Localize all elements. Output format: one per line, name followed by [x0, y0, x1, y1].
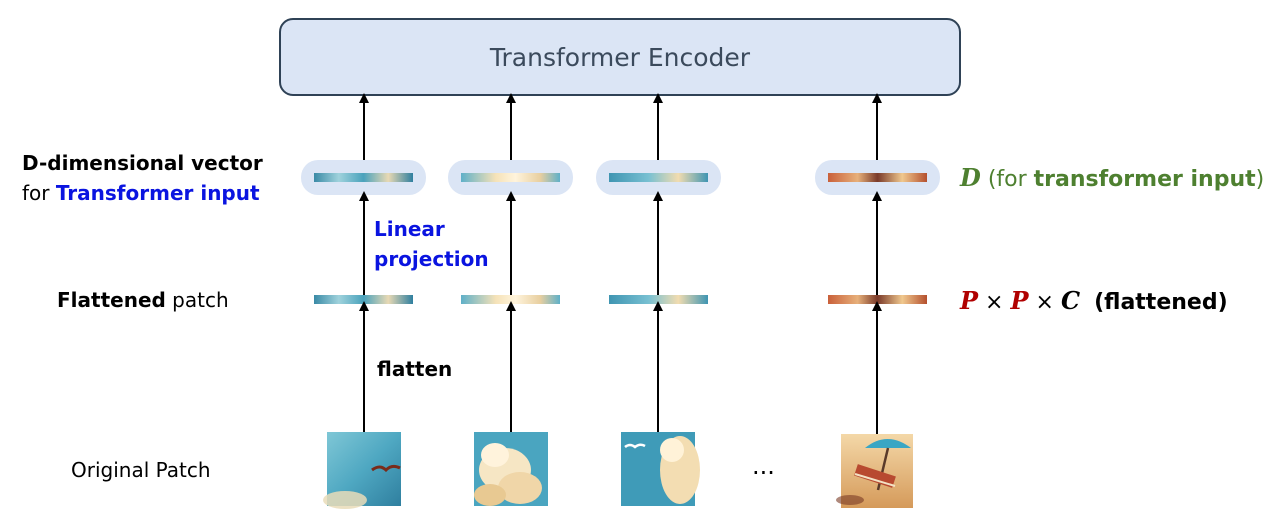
- ppc-label: P × P × C (flattened): [960, 286, 1228, 315]
- d-bold: transformer input: [1033, 167, 1256, 192]
- d-symbol: D: [960, 163, 981, 192]
- d-vector-label-line2: for Transformer input: [22, 181, 260, 205]
- flattened-patch-label: Flattened patch: [57, 288, 229, 312]
- embedding-pill-3: [596, 160, 721, 195]
- transformer-encoder-box: Transformer Encoder: [279, 18, 961, 96]
- linear-projection-line1: Linear: [374, 217, 445, 241]
- flattened-rest: patch: [165, 288, 229, 312]
- flattened-strip-4: [828, 295, 927, 304]
- original-patch-label: Original Patch: [71, 458, 211, 482]
- original-patch-1: [323, 432, 401, 509]
- embedding-pill-1: [301, 160, 426, 195]
- original-patch-2: [474, 432, 548, 506]
- ellipsis: ...: [752, 452, 775, 480]
- flattened-paren: (flattened): [1094, 290, 1228, 315]
- d-vector-transformer-input: Transformer input: [55, 181, 260, 205]
- c-symbol: C: [1060, 286, 1081, 315]
- d-open: (for: [987, 167, 1034, 192]
- flattened-strip-1: [314, 295, 413, 304]
- d-dimension-label: D (for transformer input): [960, 163, 1264, 192]
- times-2: ×: [1035, 290, 1054, 315]
- flattened-strip-3: [609, 295, 708, 304]
- d-vector-for: for: [22, 181, 56, 205]
- p-symbol-2: P: [1010, 286, 1029, 315]
- p-symbol-1: P: [960, 286, 979, 315]
- d-close: ): [1255, 167, 1265, 192]
- embedding-pill-4: [815, 160, 940, 195]
- times-1: ×: [985, 290, 1004, 315]
- flattened-bold: Flattened: [57, 288, 166, 312]
- flattened-strip-2: [461, 295, 560, 304]
- linear-projection-line2: projection: [374, 247, 489, 271]
- embedding-pill-2: [448, 160, 573, 195]
- original-patch-3: [621, 432, 700, 506]
- original-patch-4: [836, 434, 913, 508]
- flatten-label: flatten: [377, 357, 453, 381]
- d-vector-label-line1: D-dimensional vector: [22, 151, 263, 175]
- transformer-encoder-title: Transformer Encoder: [489, 42, 751, 72]
